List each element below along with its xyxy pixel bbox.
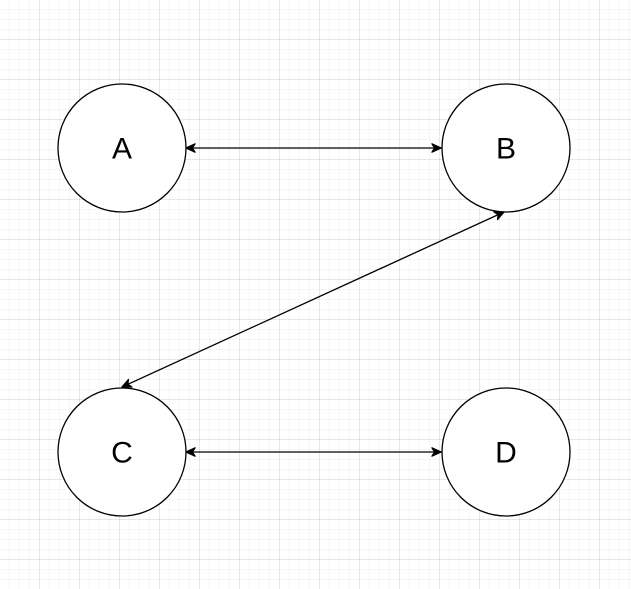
node-c[interactable]: C [57, 387, 187, 517]
node-b-circle[interactable] [441, 83, 571, 213]
node-a[interactable]: A [57, 83, 187, 213]
node-d-label: D [495, 437, 517, 470]
node-b-label: B [496, 133, 516, 166]
node-c-label: C [111, 437, 133, 470]
node-d[interactable]: D [441, 387, 571, 517]
edges-layer [122, 148, 504, 452]
node-c-circle[interactable] [57, 387, 187, 517]
edge-b-c[interactable] [122, 212, 504, 387]
node-a-label: A [112, 133, 132, 166]
node-d-circle[interactable] [441, 387, 571, 517]
node-b[interactable]: B [441, 83, 571, 213]
node-a-circle[interactable] [57, 83, 187, 213]
